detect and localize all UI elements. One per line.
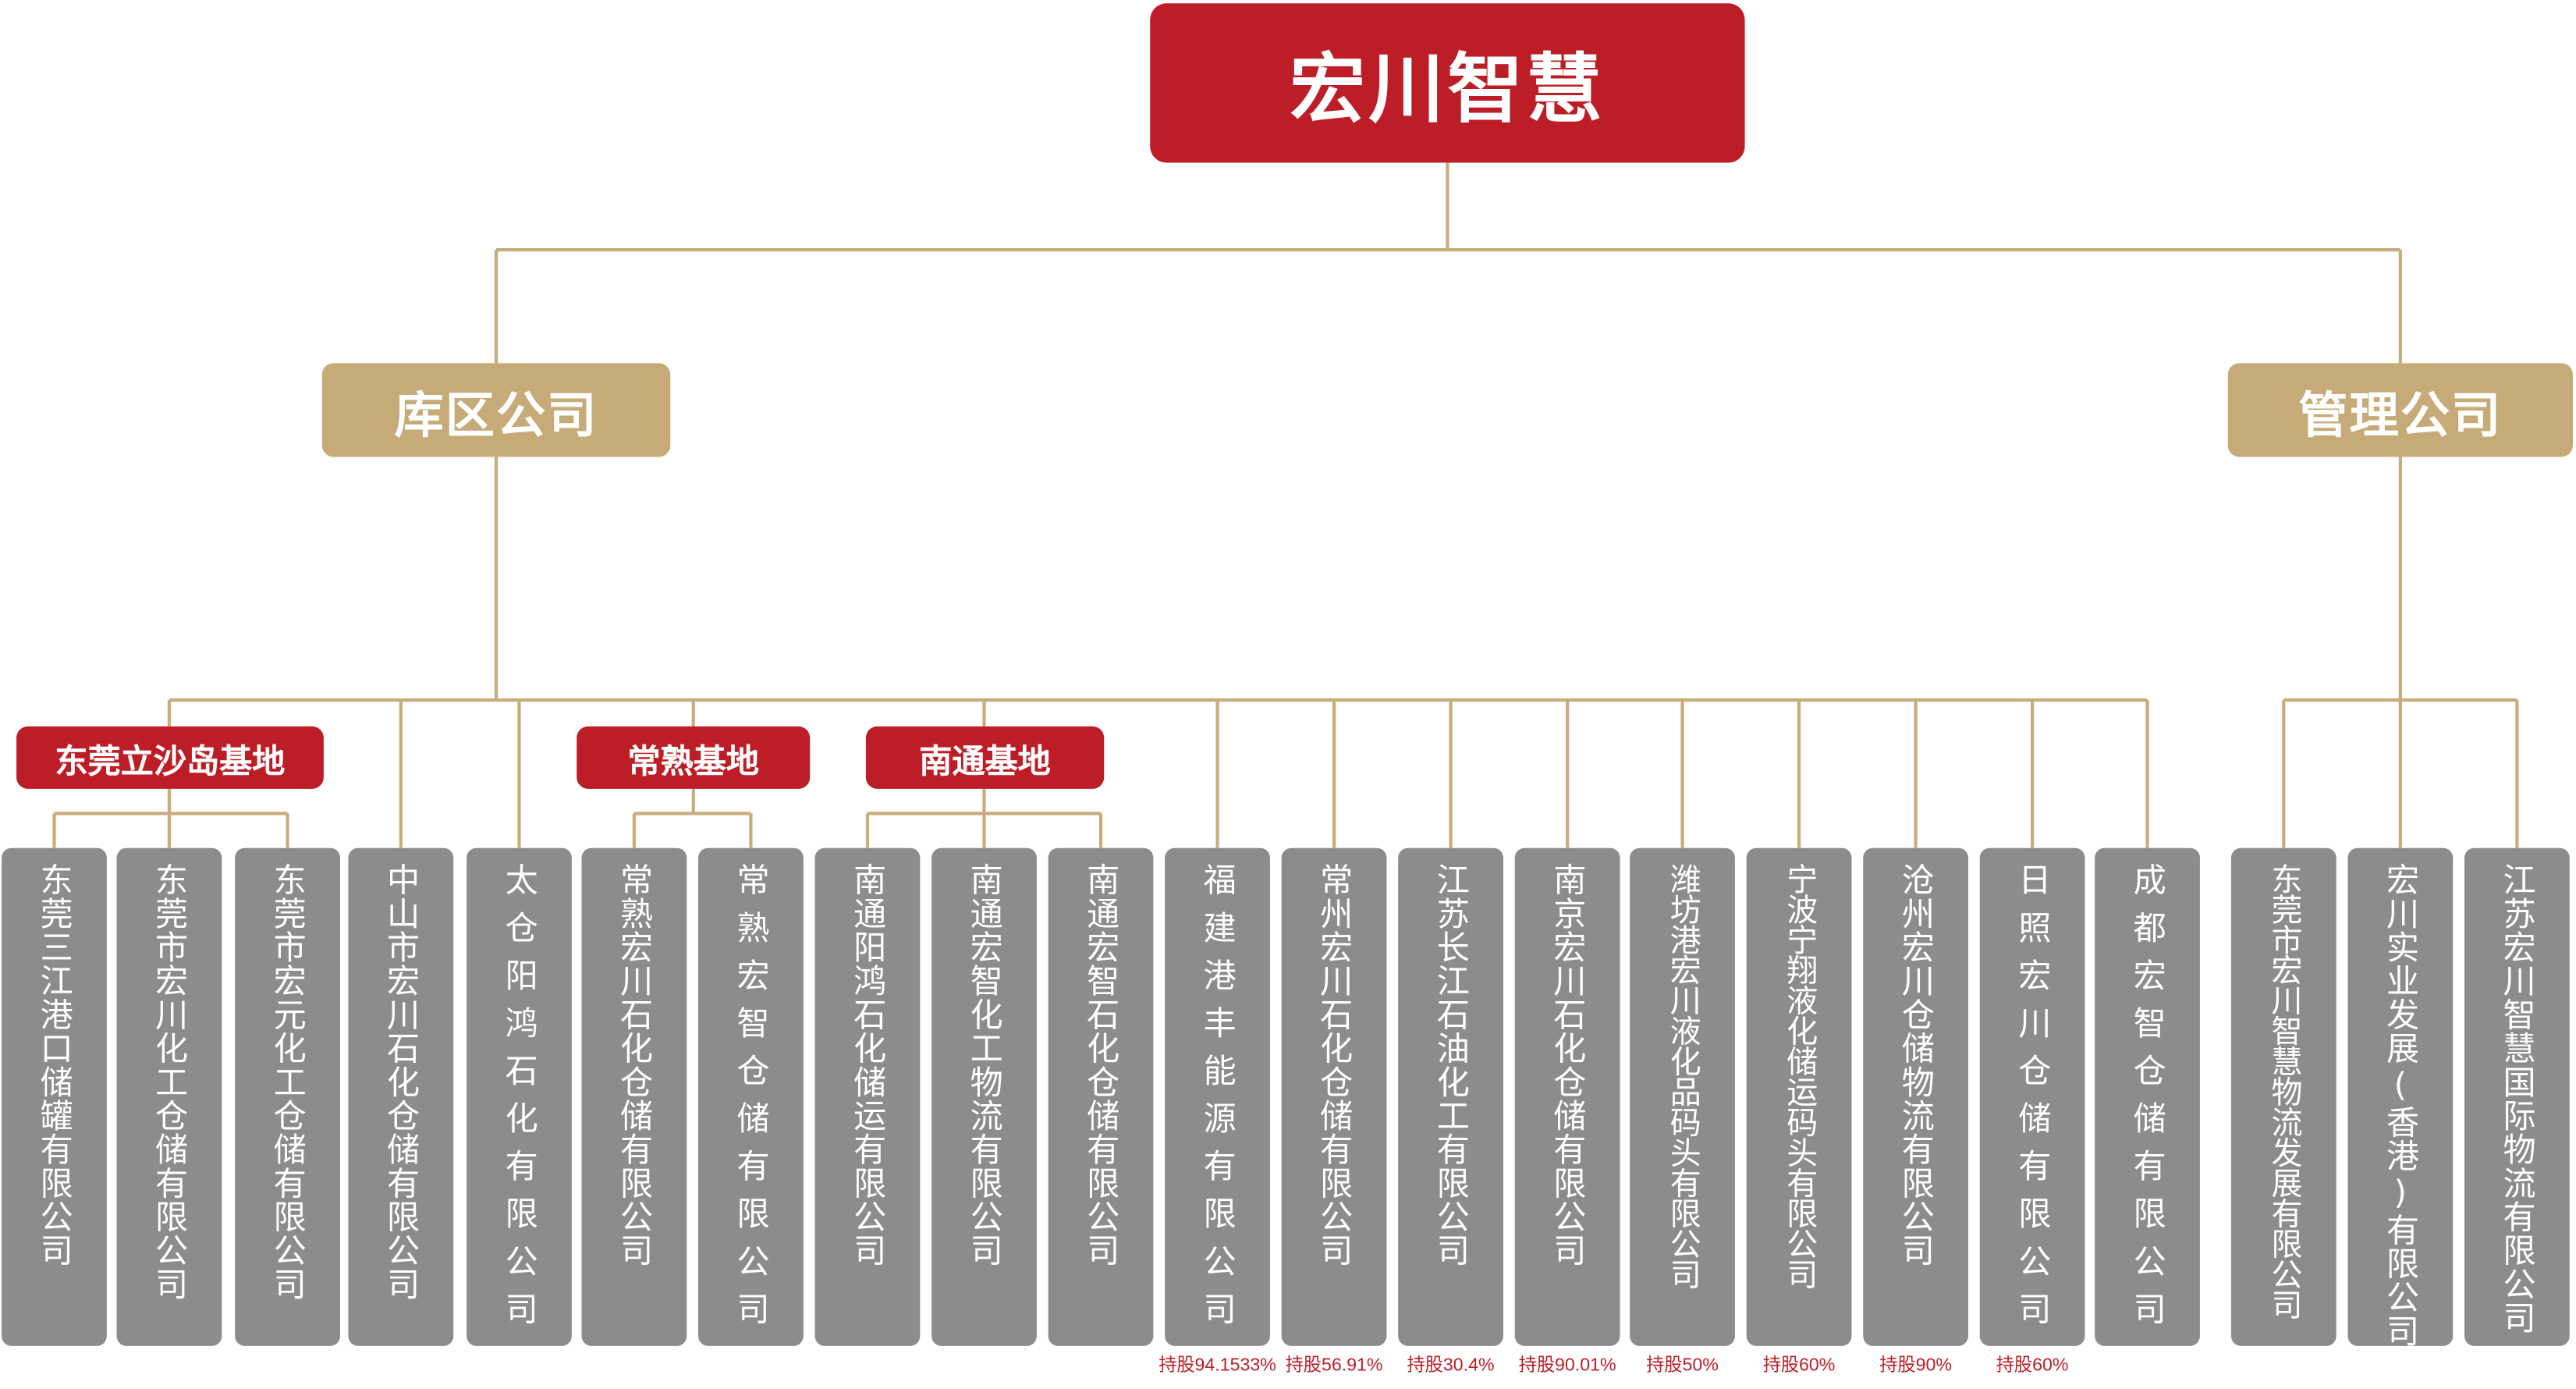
company-card: 东莞市宏元化工仓储有限公司 xyxy=(235,847,340,1346)
stake-label: 持股30.4% xyxy=(1407,1355,1495,1376)
company-name: 太仓阳鸿石化有限公司 xyxy=(499,862,539,1340)
company-card: 南通宏智石化仓储有限公司 xyxy=(1048,847,1154,1346)
company-name: 南通宏智化工物流有限公司 xyxy=(964,862,1004,1267)
company-name: 福建港丰能源有限公司 xyxy=(1198,862,1237,1340)
company-card: 东莞市宏川化工仓储有限公司 xyxy=(116,847,222,1346)
stake-label: 持股56.91% xyxy=(1285,1355,1383,1376)
company-name: 中山市宏川石化仓储有限公司 xyxy=(381,862,421,1301)
company-name: 常熟宏川石化仓储有限公司 xyxy=(614,862,655,1267)
company-name: 宏川实业发展(香港)有限公司 xyxy=(2380,862,2421,1346)
division-guanli: 管理公司 xyxy=(2227,363,2573,457)
company-card: 南通宏智化工物流有限公司 xyxy=(931,847,1037,1346)
company-card: 沧州宏川仓储物流有限公司 xyxy=(1863,847,1968,1346)
stake-label: 持股60% xyxy=(1996,1355,2069,1376)
company-name: 常熟宏智仓储有限公司 xyxy=(731,862,771,1340)
company-card: 中山市宏川石化仓储有限公司 xyxy=(348,847,454,1346)
company-name: 东莞市宏元化工仓储有限公司 xyxy=(268,862,307,1301)
company-card: 东莞市宏川智慧物流发展有限公司 xyxy=(2230,847,2336,1346)
company-card: 江苏长江石油化工有限公司 xyxy=(1398,847,1503,1346)
company-name: 宁波宁翔液化储运码头有限公司 xyxy=(1781,862,1818,1289)
company-name: 江苏长江石油化工有限公司 xyxy=(1431,862,1471,1267)
company-name: 沧州宏川仓储物流有限公司 xyxy=(1896,862,1936,1267)
company-card: 宏川实业发展(香港)有限公司 xyxy=(2347,847,2454,1346)
company-card: 常熟宏川石化仓储有限公司 xyxy=(581,847,687,1346)
company-card: 南京宏川石化仓储有限公司 xyxy=(1514,847,1620,1346)
company-card: 江苏宏川智慧国际物流有限公司 xyxy=(2464,847,2570,1346)
company-card: 常州宏川石化仓储有限公司 xyxy=(1281,847,1387,1346)
company-card: 日照宏川仓储有限公司 xyxy=(1979,847,2085,1346)
company-name: 常州宏川石化仓储有限公司 xyxy=(1314,862,1354,1267)
company-name: 成都宏智仓储有限公司 xyxy=(2127,862,2167,1340)
company-name: 日照宏川仓储有限公司 xyxy=(2012,862,2053,1340)
stake-label: 持股60% xyxy=(1762,1355,1836,1376)
stake-label: 持股94.1533% xyxy=(1158,1355,1276,1376)
division-kuqu: 库区公司 xyxy=(321,363,671,457)
company-name: 东莞市宏川化工仓储有限公司 xyxy=(149,862,190,1301)
company-name: 东莞三江港口储罐有限公司 xyxy=(34,862,74,1267)
base-dongguan: 东莞立沙岛基地 xyxy=(16,726,324,789)
company-card: 潍坊港宏川液化品码头有限公司 xyxy=(1630,847,1735,1346)
company-name: 南京宏川石化仓储有限公司 xyxy=(1547,862,1588,1267)
company-card: 福建港丰能源有限公司 xyxy=(1165,847,1270,1346)
stake-label: 持股90% xyxy=(1879,1355,1952,1376)
stake-label: 持股90.01% xyxy=(1518,1355,1616,1376)
company-name: 南通宏智石化仓储有限公司 xyxy=(1080,862,1121,1267)
company-card: 太仓阳鸿石化有限公司 xyxy=(467,847,572,1346)
company-card: 成都宏智仓储有限公司 xyxy=(2095,847,2200,1346)
company-card: 东莞三江港口储罐有限公司 xyxy=(2,847,107,1346)
base-nantong: 南通基地 xyxy=(865,726,1105,789)
company-card: 常熟宏智仓储有限公司 xyxy=(698,847,804,1346)
company-name: 江苏宏川智慧国际物流有限公司 xyxy=(2497,862,2537,1335)
stake-label: 持股50% xyxy=(1646,1355,1719,1376)
company-name: 东莞市宏川智慧物流发展有限公司 xyxy=(2266,862,2303,1320)
base-changshu: 常熟基地 xyxy=(577,726,811,789)
company-name: 潍坊港宏川液化品码头有限公司 xyxy=(1665,862,1701,1289)
company-name: 南通阳鸿石化储运有限公司 xyxy=(847,862,888,1267)
company-card: 宁波宁翔液化储运码头有限公司 xyxy=(1746,847,1852,1346)
company-card: 南通阳鸿石化储运有限公司 xyxy=(814,847,921,1346)
root-node: 宏川智慧 xyxy=(1150,3,1745,163)
